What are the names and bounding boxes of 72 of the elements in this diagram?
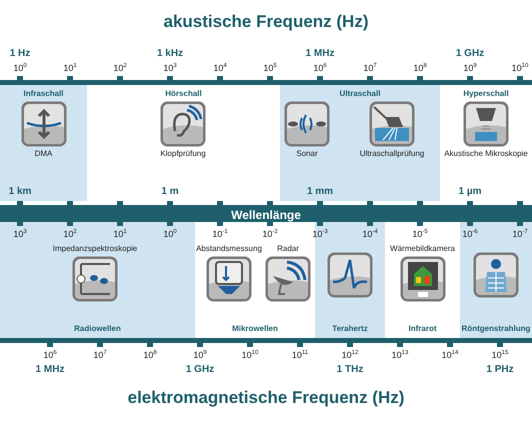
tick-label: 10$^{-6}$: [462, 229, 478, 240]
tick-label: 10$^{10}$: [512, 63, 528, 74]
tick-label: 10$^{-1}$: [212, 229, 228, 240]
tick-label: 10$^{6}$: [43, 350, 57, 361]
tick-label: 10$^{8}$: [143, 350, 157, 361]
tick-label: 10$^{4}$: [213, 63, 227, 74]
tick-label: 10$^{15}$: [492, 350, 508, 361]
unit-label: 1 GHz: [456, 48, 484, 59]
tick-label: 10$^{9}$: [463, 63, 477, 74]
icon-caption: Akustische Mikroskopie: [443, 149, 529, 159]
band-label: Infrarot: [408, 324, 438, 333]
tick-label: 10$^{0}$: [163, 229, 177, 240]
tick-label: 10$^{3}$: [13, 229, 27, 240]
frequency-band: [460, 222, 532, 338]
tick-label: 10$^{14}$: [442, 350, 458, 361]
frequency-band: [0, 85, 87, 201]
tick-label: 10$^{-5}$: [412, 229, 428, 240]
tick-label: 10$^{2}$: [63, 229, 77, 240]
body-scan-icon: [473, 252, 519, 298]
tick-label: 10$^{0}$: [13, 63, 27, 74]
band-label: Hörschall: [164, 89, 203, 98]
unit-label: 1 PHz: [486, 364, 514, 375]
tick-label: 10$^{-3}$: [312, 229, 328, 240]
unit-label: 1 km: [8, 186, 32, 197]
unit-label: 1 kHz: [156, 48, 184, 59]
icon-caption: Radar: [276, 244, 300, 254]
tick-label: 10$^{8}$: [413, 63, 427, 74]
tick-label: 10$^{3}$: [163, 63, 177, 74]
band-label: Röntgenstrahlung: [460, 324, 532, 333]
pulse-icon: [327, 252, 373, 298]
frequency-band: [315, 222, 385, 338]
unit-label: 1 GHz: [186, 364, 214, 375]
icon-caption: Abstandsmessung: [196, 244, 262, 254]
band-label: Mikrowellen: [231, 324, 279, 333]
tick-label: 10$^{6}$: [313, 63, 327, 74]
icon-caption: Klopfprüfung: [159, 149, 207, 159]
tick-label: 10$^{1}$: [113, 229, 127, 240]
axis-title: akustische Frequenz (Hz): [162, 12, 370, 32]
icon-caption: Sonar: [295, 149, 319, 159]
band-label: Infraschall: [22, 89, 64, 98]
axis-title: Wellenlänge: [231, 208, 301, 222]
tick-label: 10$^{9}$: [193, 350, 207, 361]
unit-label: 1 Hz: [10, 48, 30, 59]
unit-label: 1 MHz: [306, 48, 334, 59]
icon-caption: Wärmebildkamera: [389, 244, 456, 254]
tick-label: 10$^{10}$: [242, 350, 258, 361]
unit-label: 1 m: [161, 186, 179, 197]
frequency-band: [280, 85, 440, 201]
band-label: Radiowellen: [73, 324, 122, 333]
unit-label: 1 MHz: [36, 364, 64, 375]
tick-label: 10$^{11}$: [292, 350, 308, 361]
unit-label: 1 mm: [306, 186, 334, 197]
tick-label: 10$^{-7}$: [512, 229, 528, 240]
tick-label: 10$^{13}$: [392, 350, 408, 361]
axis-title: elektromagnetische Frequenz (Hz): [126, 388, 406, 408]
band-label: Terahertz: [331, 324, 369, 333]
band-label: Hyperschall: [462, 89, 510, 98]
unit-label: 1 THz: [336, 364, 364, 375]
unit-label: 1 µm: [458, 186, 482, 197]
icon-caption: Impedanzspektroskopie: [52, 244, 138, 254]
tick-label: 10$^{12}$: [342, 350, 358, 361]
tick-label: 10$^{-2}$: [262, 229, 278, 240]
tick-label: 10$^{5}$: [263, 63, 277, 74]
frequency-band: [0, 222, 195, 338]
band-label: Ultraschall: [338, 89, 382, 98]
icon-caption: Ultraschallprüfung: [358, 149, 426, 159]
tick-label: 10$^{-4}$: [362, 229, 378, 240]
tick-label: 10$^{7}$: [363, 63, 377, 74]
tick-label: 10$^{2}$: [113, 63, 127, 74]
tick-label: 10$^{1}$: [63, 63, 77, 74]
icon-caption: DMA: [34, 149, 54, 159]
tick-label: 10$^{7}$: [93, 350, 107, 361]
